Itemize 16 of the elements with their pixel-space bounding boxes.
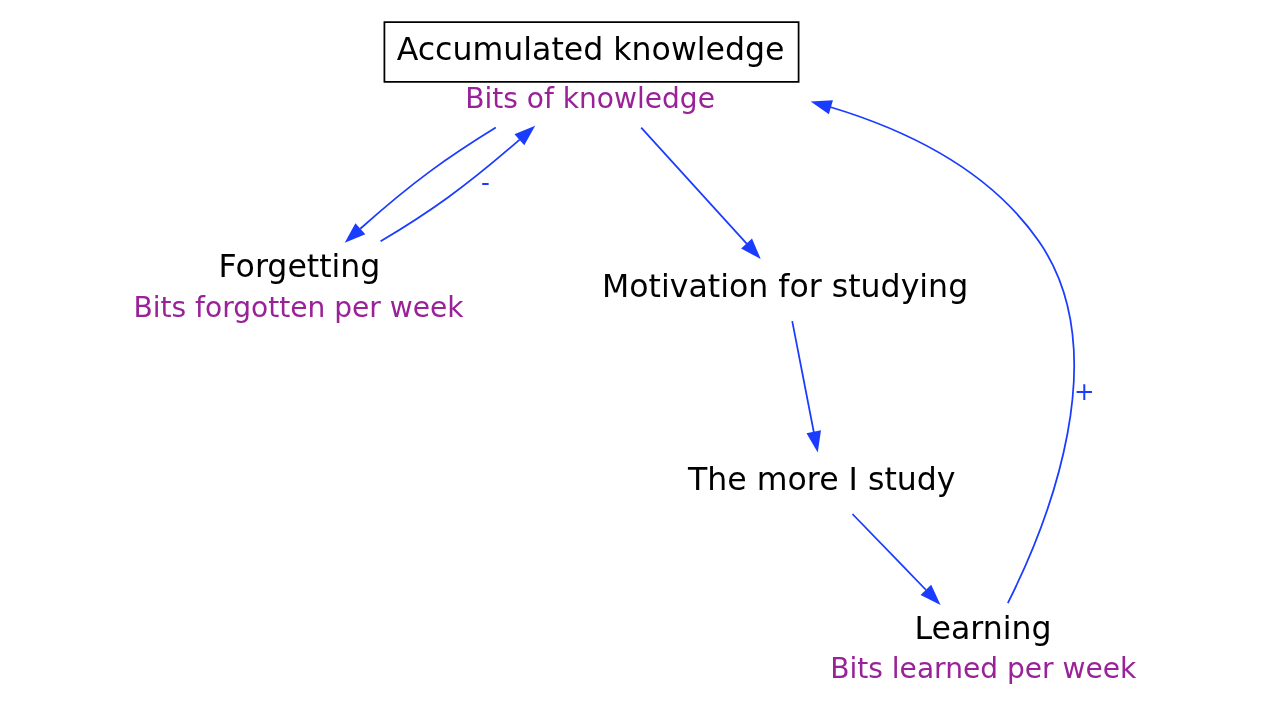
node-text: Learning [913, 609, 1052, 646]
node-label: Bits of knowledge [464, 81, 715, 115]
node-text: The more I study [687, 460, 956, 497]
arrow [379, 125, 535, 243]
node-box: Accumulated knowledge [383, 21, 799, 83]
node-label: Bits forgotten per week [132, 290, 464, 324]
arrow [344, 126, 497, 243]
arrow [810, 100, 1075, 604]
edge-label: + [1073, 376, 1095, 406]
edge-label: - [480, 168, 490, 197]
arrow [851, 513, 941, 605]
arrow [790, 320, 821, 453]
node-text: Forgetting [218, 248, 380, 285]
node-label: Bits learned per week [829, 652, 1136, 686]
node-text: Motivation for studying [601, 267, 968, 304]
arrow [639, 126, 761, 260]
